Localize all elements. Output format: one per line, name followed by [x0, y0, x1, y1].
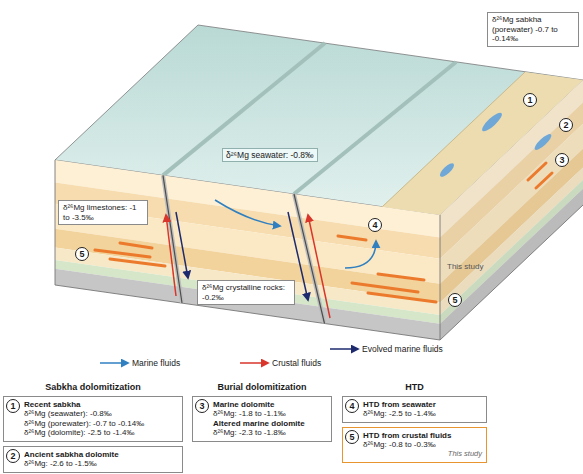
- legend-text: Evolved marine fluids: [362, 344, 443, 355]
- fault-line: [163, 175, 182, 303]
- callout-number: 1: [523, 93, 537, 107]
- box-note: This study: [363, 450, 482, 459]
- lagoon: [480, 110, 504, 134]
- block-outline: [55, 160, 583, 340]
- callout-text: 1: [7, 400, 19, 412]
- callout-text: 4: [346, 400, 358, 412]
- callout-number: 1: [6, 399, 20, 413]
- box-text: δ²⁶Mg (porewater): -0.7 to -0.14‰: [24, 419, 178, 428]
- fault-trace: [163, 43, 325, 175]
- dolomite-body: [110, 259, 165, 266]
- info-box: HTD from seawaterδ²⁶Mg: -2.5 to -1.4‰ 4: [342, 396, 487, 423]
- dolomite-body: [352, 283, 418, 292]
- info-box: Recent sabkhaδ²⁶Mg (seawater): -0.8‰δ²⁶M…: [3, 396, 183, 442]
- dolomite-body: [528, 163, 546, 180]
- callout-number: 3: [555, 153, 569, 167]
- callout-number: 5: [448, 293, 462, 307]
- sabkha-dolomite-lens: [533, 132, 554, 152]
- evolved-fluid-arrow: [176, 212, 188, 278]
- dolomite-body: [338, 236, 366, 240]
- box-text: δ²⁶Mg: -1.8 to -1.1‰: [213, 409, 327, 418]
- callout-text: 5: [76, 248, 88, 260]
- info-box: HTD from crustal fluidsδ²⁶Mg: -0.8 to -0…: [342, 427, 487, 463]
- box-text: δ²⁶Mg sabkha (porewater) -0.7 to -0.14‰: [492, 15, 574, 44]
- dolomite-body: [536, 173, 552, 188]
- box-text: δ²⁶Mg seawater: -0.8‰: [226, 150, 314, 160]
- lagoon: [438, 161, 456, 178]
- box-heading: HTD from seawater: [363, 400, 482, 409]
- callout-text: 5: [449, 294, 461, 306]
- callout-number: 2: [559, 118, 573, 132]
- callout-text: 5: [346, 431, 358, 443]
- basement-layer: [55, 269, 440, 340]
- callout-number: 4: [345, 399, 359, 413]
- callout-text: 3: [196, 400, 208, 412]
- callout-text: 4: [369, 219, 381, 231]
- info-box: Marine dolomiteδ²⁶Mg: -1.8 to -1.1‰Alter…: [192, 396, 332, 442]
- label-box: δ²⁶Mg sabkha (porewater) -0.7 to -0.14‰: [487, 12, 579, 47]
- section-title: Burial dolomitization: [192, 382, 332, 393]
- crustal-fluid-arrow: [308, 215, 330, 318]
- callout-number: 2: [6, 449, 20, 463]
- fault-zone: [163, 175, 182, 303]
- dolomite-body: [368, 293, 436, 302]
- label-box: δ²⁶Mg limestones: -1 to -3.5‰: [58, 200, 148, 225]
- legend-arrow: [330, 348, 358, 350]
- box-heading: Altered marine dolomite: [213, 419, 327, 428]
- callout-number: 5: [345, 430, 359, 444]
- annotation: This study: [447, 262, 483, 272]
- legend-arrow: [100, 362, 128, 364]
- dolomite-bodies: [95, 163, 552, 302]
- box-heading: Ancient sabkha dolomite: [24, 450, 178, 459]
- box-text: δ²⁶Mg limestones: -1 to -3.5‰: [63, 203, 143, 222]
- dolomite-body: [120, 243, 152, 248]
- legend-arrow: [240, 362, 268, 364]
- dolomite-body: [95, 250, 150, 257]
- callout-text: 2: [7, 450, 19, 462]
- section-title: Sabkha dolomitization: [3, 382, 183, 393]
- callout-text: 1: [524, 94, 536, 106]
- crustal-fluid-arrow: [166, 215, 176, 296]
- legend-text: Marine fluids: [132, 358, 180, 369]
- info-box: Ancient sabkha dolomiteδ²⁶Mg: -2.6 to -1…: [3, 446, 183, 473]
- box-text: δ²⁶Mg (seawater): -0.8‰: [24, 409, 178, 418]
- callout-text: 3: [556, 154, 568, 166]
- section-title: HTD: [342, 382, 487, 393]
- label-box: δ²⁶Mg seawater: -0.8‰: [222, 148, 318, 162]
- marine-fluid-arrow: [215, 200, 280, 226]
- callout-number: 3: [195, 399, 209, 413]
- box-heading: HTD from crustal fluids: [363, 431, 482, 440]
- dolomite-body: [378, 274, 424, 280]
- callout-text: 2: [560, 119, 572, 131]
- box-text: δ²⁶Mg: -2.3 to -1.8‰: [213, 428, 327, 437]
- box-heading: Marine dolomite: [213, 400, 327, 409]
- box-text: δ²⁶Mg (dolomite): -2.5 to -1.4‰: [24, 428, 178, 437]
- box-text: δ²⁶Mg: -0.8 to -0.3‰: [363, 440, 482, 449]
- label-box: δ²⁶Mg crystalline rocks: -0.2‰: [197, 280, 295, 305]
- callout-number: 4: [368, 218, 382, 232]
- callout-number: 5: [75, 247, 89, 261]
- box-heading: Recent sabkha: [24, 400, 178, 409]
- box-text: δ²⁶Mg: -2.5 to -1.4‰: [363, 409, 482, 418]
- block-edge: [440, 215, 441, 340]
- box-text: δ²⁶Mg: -2.6 to -1.5‰: [24, 459, 178, 468]
- legend-text: Crustal fluids: [272, 358, 321, 369]
- marine-fluid-arrow: [345, 241, 376, 268]
- box-text: δ²⁶Mg crystalline rocks: -0.2‰: [202, 283, 290, 302]
- face-shade: [440, 80, 583, 340]
